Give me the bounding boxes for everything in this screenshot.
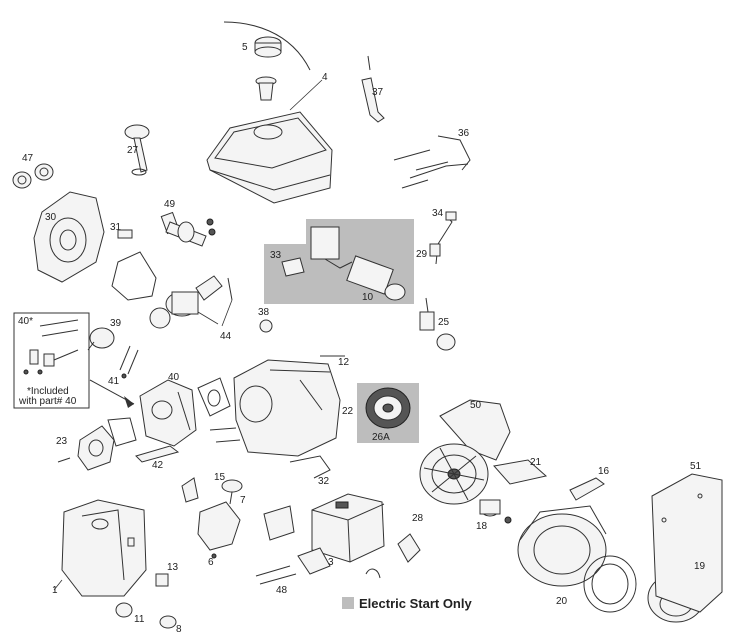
engine-block <box>209 355 345 457</box>
note-line-2: with part# 40 <box>18 396 77 407</box>
blower-housing <box>53 499 147 597</box>
piston-assembly <box>149 275 233 329</box>
spark-plug <box>259 319 273 333</box>
label-41: 41 <box>108 376 120 387</box>
throttle-knob <box>159 615 177 629</box>
label-8: 8 <box>176 624 182 633</box>
label-12: 12 <box>338 357 350 368</box>
label-34: 34 <box>432 208 444 219</box>
label-37: 37 <box>372 87 384 98</box>
label-13: 13 <box>167 562 179 573</box>
label-10: 10 <box>362 292 374 303</box>
label-42: 42 <box>152 460 164 471</box>
label-50: 50 <box>470 400 482 411</box>
fuel-tank-bracket <box>569 477 605 501</box>
stop-switch <box>155 573 169 587</box>
label-33: 33 <box>270 250 282 261</box>
flywheel <box>419 443 489 505</box>
part-40-inset <box>13 312 90 409</box>
label-30: 30 <box>45 212 57 223</box>
starter-pulley <box>87 327 115 351</box>
starter-cup <box>479 499 512 524</box>
governor-gear <box>117 229 133 239</box>
flywheel-ring-gear <box>365 387 411 429</box>
label-38: 38 <box>258 307 270 318</box>
label-49: 49 <box>164 199 176 210</box>
label-51: 51 <box>690 461 702 472</box>
label-26a: 26A <box>372 432 390 443</box>
ignition-wire <box>289 455 331 479</box>
wire-harness <box>255 565 297 585</box>
label-7: 7 <box>240 495 246 506</box>
crankcase-cover <box>33 191 105 283</box>
starter-screen <box>583 555 637 613</box>
label-48: 48 <box>276 585 288 596</box>
label-19: 19 <box>694 561 706 572</box>
starter-wire <box>429 211 457 265</box>
label-25: 25 <box>438 317 450 328</box>
cylinder-head <box>139 379 197 447</box>
exhaust-elbow <box>297 547 331 575</box>
head-gasket <box>197 377 231 417</box>
electric-starter <box>281 226 406 301</box>
legend-label: Electric Start Only <box>359 596 472 611</box>
throttle-bracket <box>135 445 180 463</box>
spring-clip <box>365 568 381 579</box>
label-18: 18 <box>476 521 488 532</box>
choke-rod <box>361 55 385 123</box>
legend-swatch <box>342 597 354 609</box>
inset-arrow-head <box>124 396 134 408</box>
oil-dipstick <box>124 124 150 176</box>
label-11: 11 <box>134 614 145 625</box>
muffler-bracket <box>263 505 295 541</box>
label-32: 32 <box>318 476 330 487</box>
fuel-strainer <box>255 76 277 101</box>
crankcase-gasket <box>111 251 157 301</box>
label-15: 15 <box>214 472 226 483</box>
side-panel <box>651 473 723 613</box>
label-5: 5 <box>242 42 248 53</box>
muffler-guard <box>397 533 421 563</box>
label-40-star: 40* <box>18 316 33 327</box>
label-22: 22 <box>342 406 354 417</box>
label-44: 44 <box>220 331 232 342</box>
label-40: 40 <box>168 372 180 383</box>
label-1: 1 <box>52 585 58 596</box>
muffler <box>311 493 385 563</box>
label-16: 16 <box>598 466 610 477</box>
label-28: 28 <box>412 513 424 524</box>
fuel-cap <box>223 21 311 71</box>
note-line-1: *Included <box>27 386 69 397</box>
fuel-valve <box>419 297 456 351</box>
carburetor <box>181 477 243 559</box>
label-39: 39 <box>110 318 122 329</box>
intake-adapter <box>57 417 137 471</box>
label-21: 21 <box>530 457 542 468</box>
label-36: 36 <box>458 128 470 139</box>
valve-set <box>119 345 139 379</box>
oil-seals <box>12 163 54 189</box>
label-3: 3 <box>328 557 334 568</box>
stop-switch-wires <box>393 135 471 189</box>
label-4: 4 <box>322 72 328 83</box>
label-47: 47 <box>22 153 34 164</box>
label-6: 6 <box>208 557 214 568</box>
label-29: 29 <box>416 249 428 260</box>
crankshaft <box>160 211 216 247</box>
label-20: 20 <box>556 596 568 607</box>
ignition-plate <box>493 459 548 485</box>
choke-knob <box>115 602 133 618</box>
label-27: 27 <box>127 145 139 156</box>
fuel-tank <box>206 79 333 204</box>
label-31: 31 <box>110 222 122 233</box>
recoil-housing <box>517 505 607 587</box>
label-23: 23 <box>56 436 68 447</box>
